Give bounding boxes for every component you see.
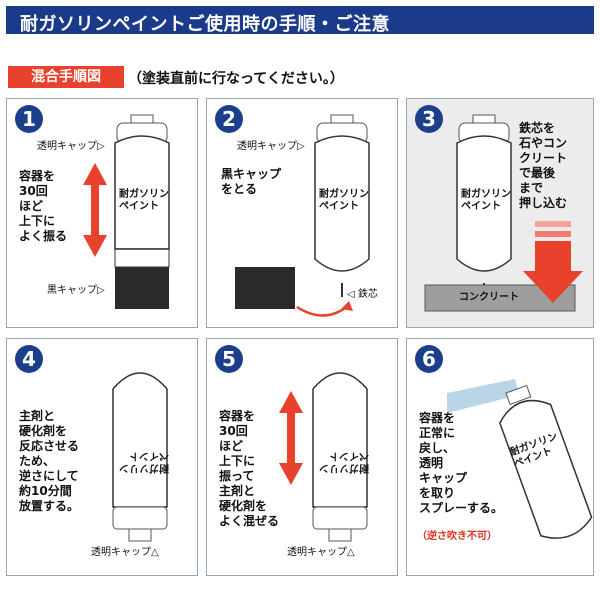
- can-body: [114, 135, 170, 250]
- step-text: 容器を 30回 ほど 上下に 振って 主剤と 硬化剤を よく混ぜる: [219, 409, 280, 528]
- step-number: 3: [415, 105, 443, 133]
- step-number: 5: [215, 345, 243, 373]
- step-panel-3: 3 鉄芯を 石やコン クリート で最後 まで 押し込む コンクリート 耐ガソリン…: [406, 98, 594, 328]
- down-arrow: [83, 209, 107, 257]
- concrete-label: コンクリート: [459, 292, 519, 303]
- core-label: ◁ 鉄芯: [347, 289, 378, 300]
- step-number: 2: [215, 105, 243, 133]
- black-cap: [115, 267, 169, 309]
- up-arrow: [279, 391, 303, 443]
- remove-arrow: [296, 304, 350, 317]
- step-panel-5: 5 容器を 30回 ほど 上下に 振って 主剤と 硬化剤を よく混ぜる 透明キャ…: [206, 338, 398, 576]
- step-panel-1: 1 透明キャップ▷ 容器を 30回 ほど 上下に よく振る 黒キャップ▷ 耐ガソ…: [6, 98, 198, 328]
- can-label: 耐ガソリン ペイント: [319, 189, 369, 212]
- can-label: 耐ガソリン ペイント: [119, 450, 169, 473]
- clear-cap-label: 透明キャップ△: [91, 547, 159, 558]
- step-panel-4: 4 主剤と 硬化剤を 反応させる ため、 逆さにして 約10分間 放置する。 透…: [6, 338, 198, 576]
- black-cap-label: 黒キャップ▷: [47, 285, 105, 296]
- step-panel-6: 6 容器を 正常に 戻し、 透明 キャップ を取り スプレーする。 （逆さ吹き不…: [406, 338, 594, 576]
- step-5-illustration: [279, 372, 368, 542]
- can-label: 耐ガソリン ペイント: [319, 450, 369, 473]
- step-3-illustration: [424, 114, 583, 312]
- step-text: 容器を 正常に 戻し、 透明 キャップ を取り スプレーする。: [419, 411, 504, 515]
- step-2-illustration: [235, 114, 370, 317]
- clear-cap-label: 透明キャップ▷: [237, 141, 305, 152]
- step-text: 黒キャップ をとる: [221, 167, 282, 196]
- up-arrow: [83, 163, 107, 217]
- step-6-illustration: [447, 379, 593, 539]
- removed-black-cap: [235, 267, 295, 309]
- clear-cap-label: 透明キャップ△: [287, 547, 355, 558]
- can-label: 耐ガソリン ペイント: [461, 189, 511, 212]
- mix-label: 混合手順図: [8, 66, 124, 88]
- step-panel-2: 2 透明キャップ▷ 黒キャップ をとる ◁ 鉄芯 耐ガソリン ペイント: [206, 98, 398, 328]
- down-arrow: [279, 435, 303, 485]
- mix-note: （塗装直前に行なってください。）: [128, 71, 344, 87]
- page-title: 耐ガソリンペイントご使用時の手順・ご注意: [20, 14, 390, 35]
- clear-cap-label: 透明キャップ▷: [37, 141, 105, 152]
- step-text: 鉄芯を 石やコン クリート で最後 まで 押し込む: [519, 121, 568, 210]
- step-4-illustration: [112, 372, 168, 542]
- step-text: 主剤と 硬化剤を 反応させる ため、 逆さにして 約10分間 放置する。: [19, 409, 80, 513]
- step-number: 4: [15, 345, 43, 373]
- can-label: 耐ガソリン ペイント: [119, 189, 169, 212]
- step-1-illustration: [83, 114, 170, 309]
- warning-text: （逆さ吹き不可）: [417, 531, 497, 542]
- step-number: 1: [15, 105, 43, 133]
- step-text: 容器を 30回 ほど 上下に よく振る: [19, 169, 68, 243]
- step-number: 6: [415, 345, 443, 373]
- header-bar: 耐ガソリンペイントご使用時の手順・ご注意: [6, 6, 594, 35]
- press-arrow: [523, 271, 583, 303]
- spray-mist: [447, 379, 519, 413]
